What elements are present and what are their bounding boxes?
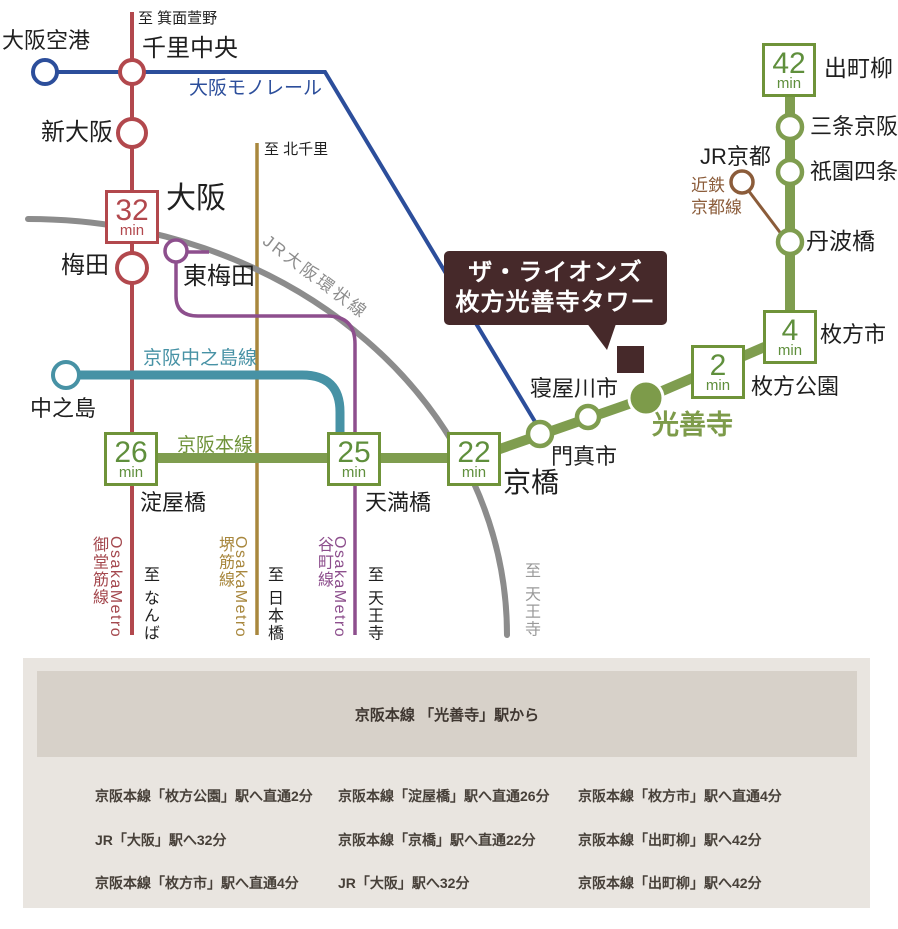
access-item: JR「大阪」駅へ32分 bbox=[95, 832, 227, 848]
umeda-station-circle bbox=[115, 251, 149, 285]
access-item: JR「大阪」駅へ32分 bbox=[338, 875, 470, 891]
time-badge-temmabashi: 25 min bbox=[327, 432, 381, 486]
time-unit: min bbox=[341, 464, 367, 481]
line-label-midosuji: 御堂筋線 bbox=[90, 536, 107, 606]
time-badge-hirakata-koen: 2 min bbox=[691, 345, 745, 399]
time-unit: min bbox=[461, 464, 487, 481]
nakanoshima-station-circle bbox=[51, 360, 81, 390]
nakanoshima-line-path bbox=[66, 370, 345, 436]
time-value: 32 bbox=[115, 194, 149, 227]
gion-shijo-station-circle bbox=[775, 157, 805, 187]
kintetsu-line-path bbox=[746, 189, 784, 236]
time-unit: min bbox=[705, 377, 731, 394]
property-name-line1: ザ・ライオンズ bbox=[468, 259, 643, 286]
sanjo-keihan-station-circle bbox=[775, 112, 805, 142]
tambabashi-station-circle bbox=[775, 227, 805, 257]
station-label-umeda: 梅田 bbox=[61, 252, 109, 279]
line-label-tanimachi-osakametro: OsakaMetro bbox=[331, 536, 348, 639]
station-label-shin-osaka: 新大阪 bbox=[41, 119, 113, 146]
property-callout: ザ・ライオンズ 枚方光善寺タワー bbox=[444, 251, 667, 325]
access-item: 京阪本線「京橋」駅へ直通22分 bbox=[338, 832, 536, 848]
time-unit: min bbox=[119, 222, 145, 239]
direction-nipponbashi: 至 日本橋 bbox=[265, 566, 282, 642]
access-info-panel: 京阪本線 「光善寺」駅から 京阪本線「枚方公園」駅へ直通2分 京阪本線「淀屋橋」… bbox=[23, 658, 870, 908]
line-label-sakaisuji-osakametro: OsakaMetro bbox=[232, 536, 249, 639]
senri-chuo-station-circle bbox=[118, 58, 146, 86]
time-unit: min bbox=[777, 342, 803, 359]
line-label-monorail: 大阪モノレール bbox=[189, 78, 323, 99]
neyagawa-shi-station-circle bbox=[574, 403, 602, 431]
station-label-osaka-airport: 大阪空港 bbox=[2, 28, 91, 53]
time-badge-hirakata-shi: 4 min bbox=[763, 310, 817, 364]
higashi-umeda-station-circle bbox=[163, 238, 189, 264]
line-label-tanimachi: 谷町線 bbox=[315, 536, 332, 589]
station-label-neyagawa-shi: 寝屋川市 bbox=[530, 376, 619, 401]
time-value: 26 bbox=[114, 436, 148, 469]
time-unit: min bbox=[776, 75, 802, 92]
station-label-osaka: 大阪 bbox=[166, 182, 226, 215]
time-unit: min bbox=[118, 464, 144, 481]
time-value: 25 bbox=[337, 436, 371, 469]
station-label-kadoma-shi: 門真市 bbox=[551, 444, 618, 469]
line-label-sakaisuji: 堺筋線 bbox=[216, 536, 233, 589]
panel-header: 京阪本線 「光善寺」駅から bbox=[37, 671, 857, 757]
station-label-jr-kyoto: JR京都 bbox=[700, 144, 771, 169]
direction-kita-senri: 至 北千里 bbox=[264, 141, 329, 158]
property-callout-pointer bbox=[583, 318, 618, 350]
tanimachi-line-path bbox=[174, 261, 357, 635]
access-item: 京阪本線「淀屋橋」駅へ直通26分 bbox=[338, 788, 550, 804]
kozenji-station-circle bbox=[627, 379, 665, 417]
kadoma-shi-station-circle bbox=[525, 419, 555, 449]
jr-kyoto-station-circle bbox=[729, 169, 755, 195]
direction-namba: 至 なんば bbox=[141, 566, 158, 642]
time-value: 2 bbox=[709, 349, 727, 382]
station-label-gion-shijo: 祇園四条 bbox=[810, 159, 898, 184]
line-label-kintetsu-1: 近鉄 bbox=[691, 176, 725, 195]
time-value: 42 bbox=[772, 47, 806, 80]
station-label-kozenji: 光善寺 bbox=[652, 410, 733, 440]
station-label-nakanoshima: 中之島 bbox=[30, 396, 97, 421]
time-badge-demachiyanagi: 42 min bbox=[762, 43, 816, 97]
time-badge-osaka: 32 min bbox=[105, 190, 159, 244]
access-item: 京阪本線「枚方公園」駅へ直通2分 bbox=[95, 788, 313, 804]
line-label-kintetsu-2: 京都線 bbox=[691, 198, 742, 217]
direction-minoh-kayano: 至 箕面萱野 bbox=[138, 10, 218, 27]
property-name-line2: 枚方光善寺タワー bbox=[455, 289, 656, 316]
line-label-midosuji-osakametro: OsakaMetro bbox=[107, 536, 124, 639]
station-label-temmabashi: 天満橋 bbox=[365, 490, 432, 515]
osaka-airport-station-circle bbox=[31, 58, 59, 86]
station-label-sanjo-keihan: 三条京阪 bbox=[810, 114, 898, 139]
time-badge-yodoyabashi: 26 min bbox=[104, 432, 158, 486]
access-item: 京阪本線「出町柳」駅へ42分 bbox=[578, 875, 762, 891]
station-label-tambabashi: 丹波橋 bbox=[806, 228, 875, 254]
line-label-nakanoshima: 京阪中之島線 bbox=[143, 348, 258, 369]
direction-tennoji-metro: 至 天王寺 bbox=[365, 566, 382, 642]
time-value: 22 bbox=[457, 436, 491, 469]
station-label-senri-chuo: 千里中央 bbox=[142, 35, 238, 62]
property-square-marker bbox=[617, 346, 644, 373]
time-badge-kyobashi: 22 min bbox=[447, 432, 501, 486]
access-item: 京阪本線「枚方市」駅へ直通4分 bbox=[95, 875, 299, 891]
station-label-higashi-umeda: 東梅田 bbox=[183, 263, 255, 290]
shin-osaka-station-circle bbox=[116, 117, 148, 149]
station-label-demachiyanagi: 出町柳 bbox=[824, 55, 893, 81]
access-item: 京阪本線「出町柳」駅へ42分 bbox=[578, 832, 762, 848]
station-label-hirakata-koen: 枚方公園 bbox=[751, 374, 840, 399]
time-value: 4 bbox=[781, 314, 799, 347]
station-label-kyobashi: 京橋 bbox=[503, 467, 560, 498]
line-label-keihan-main: 京阪本線 bbox=[177, 435, 254, 456]
access-item: 京阪本線「枚方市」駅へ直通4分 bbox=[578, 788, 782, 804]
direction-tennoji-jr: 至 天王寺 bbox=[522, 562, 539, 638]
station-label-hirakata-shi: 枚方市 bbox=[820, 322, 887, 347]
station-label-yodoyabashi: 淀屋橋 bbox=[140, 490, 207, 515]
